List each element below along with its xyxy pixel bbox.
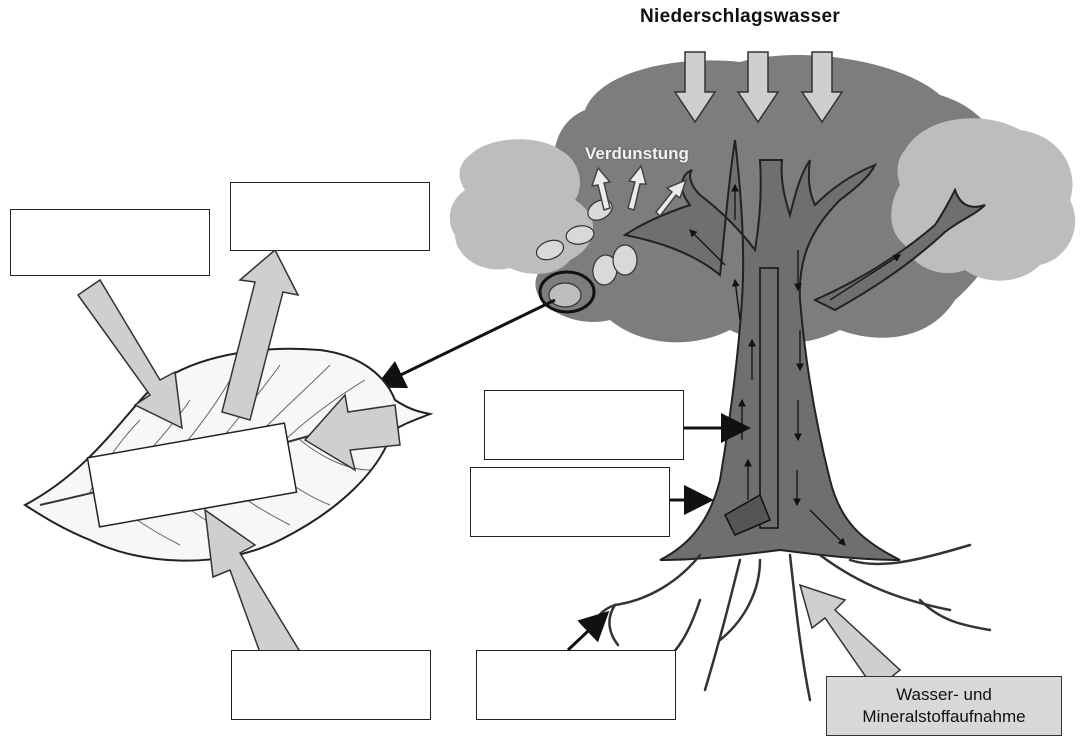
label-box-bottom-left[interactable]: [231, 650, 431, 720]
label-box-trunk-upper[interactable]: [484, 390, 684, 460]
label-box-trunk-lower[interactable]: [470, 467, 670, 537]
label-box-top-left[interactable]: [10, 209, 210, 276]
zoom-pointer-arrow: [380, 300, 555, 385]
precipitation-title: Niederschlagswasser: [640, 6, 840, 28]
precipitation-arrows: [675, 52, 842, 122]
uptake-arrow: [800, 585, 900, 690]
label-box-bottom-roots[interactable]: [476, 650, 676, 720]
evaporation-label: Verdunstung: [585, 144, 689, 164]
label-box-top-middle[interactable]: [230, 182, 430, 251]
uptake-caption-line2: Mineralstoffaufnahme: [827, 706, 1061, 728]
uptake-caption-line1: Wasser- und: [827, 684, 1061, 706]
uptake-caption-box: Wasser- und Mineralstoffaufnahme: [826, 676, 1062, 736]
